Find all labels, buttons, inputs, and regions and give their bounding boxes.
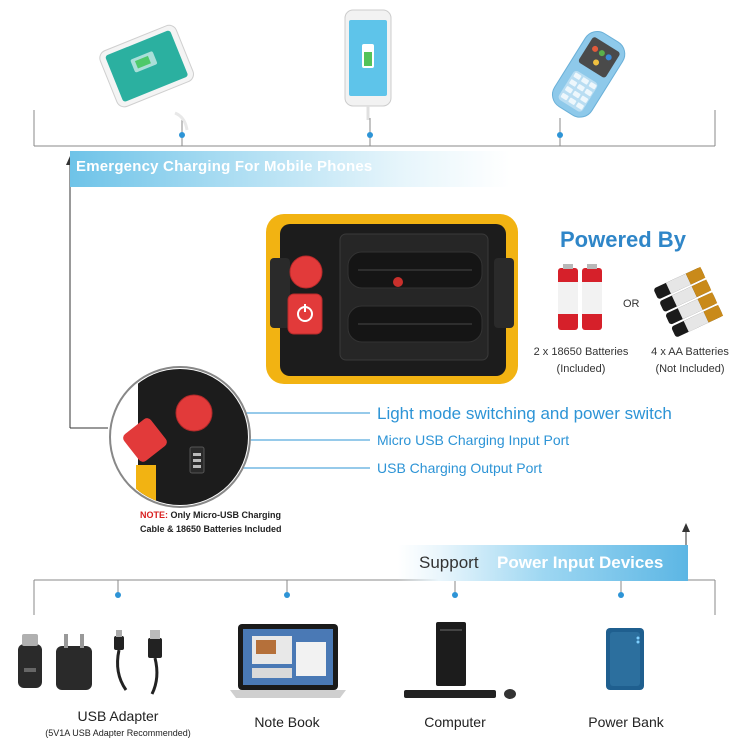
feature-usb-output: USB Charging Output Port	[377, 460, 542, 476]
device-label-power-bank: Power Bank	[588, 714, 664, 730]
device-sub-usb-adapter: (5V1A USB Adapter Recommended)	[45, 728, 191, 738]
note-text: NOTE: Only Micro-USB Charging Cable & 18…	[140, 508, 290, 536]
ports-closeup-image	[109, 366, 251, 508]
battery-option-18650-line1: 2 x 18650 Batteries	[533, 346, 629, 358]
note-label: NOTE:	[140, 510, 168, 520]
emergency-banner-title: Emergency Charging For Mobile Phones	[76, 158, 373, 175]
aa-batteries-icon	[654, 266, 724, 337]
or-separator: OR	[623, 298, 640, 310]
emergency-banner	[70, 151, 510, 187]
feature-micro-usb: Micro USB Charging Input Port	[377, 432, 570, 448]
battery-compartment-image	[266, 214, 518, 384]
battery-option-18650-line2: (Included)	[556, 363, 606, 375]
device-label-notebook: Note Book	[254, 714, 320, 730]
lithium-battery-18650-icon	[558, 264, 602, 330]
battery-option-aa-line1: 4 x AA Batteries	[651, 346, 729, 358]
support-banner-highlight: Power Input Devices	[497, 553, 664, 572]
support-banner-prefix: Support	[419, 553, 479, 572]
battery-option-18650: 2 x 18650 Batteries (Included)	[523, 344, 639, 378]
power-bank-icon	[606, 628, 644, 690]
battery-option-aa-line2: (Not Included)	[655, 363, 725, 375]
feature-light-switch: Light mode switching and power switch	[377, 404, 672, 423]
note-body: Only Micro-USB Charging Cable & 18650 Ba…	[140, 510, 282, 534]
computer-icon	[404, 622, 516, 699]
smartphone-horizontal-icon	[99, 24, 194, 131]
feature-phone-icon	[551, 30, 626, 118]
powered-by-title: Powered By	[560, 227, 686, 252]
device-label-computer: Computer	[424, 714, 486, 730]
smartphone-vertical-icon	[344, 9, 392, 120]
device-label-usb-adapter: USB Adapter	[77, 708, 159, 724]
battery-option-aa: 4 x AA Batteries (Not Included)	[640, 344, 740, 378]
usb-adapter-icon	[18, 630, 162, 695]
notebook-icon	[230, 624, 346, 698]
support-banner	[398, 545, 688, 581]
